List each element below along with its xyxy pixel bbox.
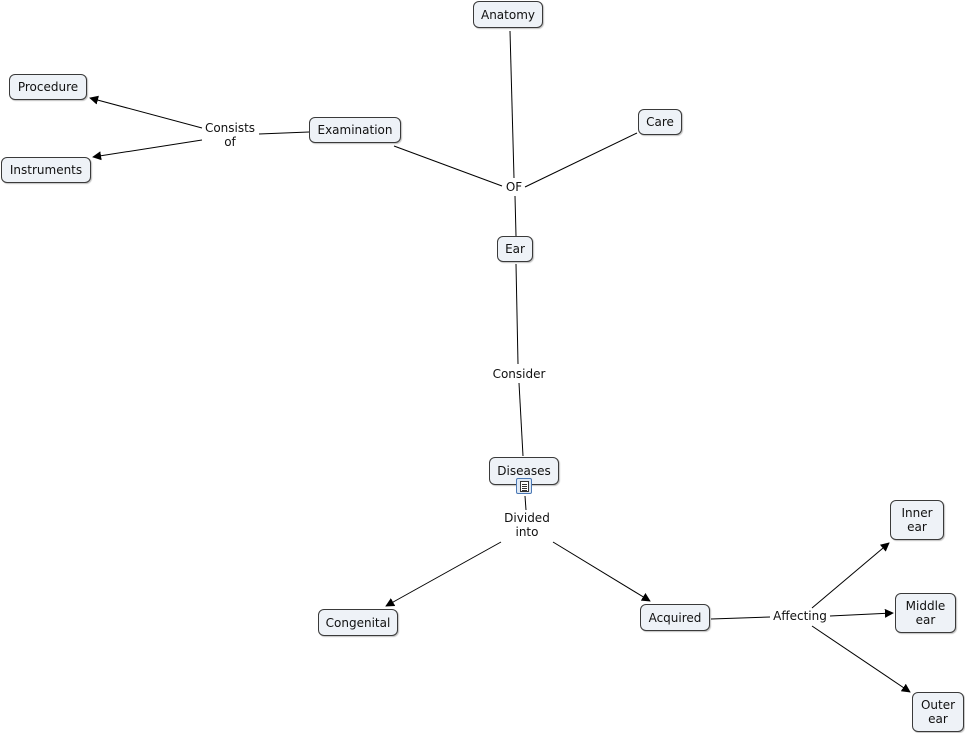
link-anatomy-of [509,30,515,179]
link-examination-of [393,145,503,187]
document-icon[interactable] [516,478,532,494]
phrase-affecting: Affecting [771,609,829,623]
link-examination-consists [258,131,310,135]
link-acquired-affecting [710,616,771,620]
concept-care[interactable]: Care [638,109,682,135]
concept-congenital[interactable]: Congenital [318,609,398,636]
phrase-divided-into: Divided into [502,511,552,539]
link-care-of [524,132,638,188]
link-of-ear [514,195,517,237]
link-affecting-outer [811,625,911,693]
concept-procedure[interactable]: Procedure [9,74,87,100]
concept-inner-ear[interactable]: Inner ear [890,500,944,540]
concept-anatomy[interactable]: Anatomy [473,1,543,28]
link-consists-procedure [89,95,203,129]
link-consists-instruments [92,139,203,161]
link-affecting-inner [811,542,890,609]
link-diseases-divided [524,495,527,511]
concept-outer-ear[interactable]: Outer ear [912,692,964,732]
concept-examination[interactable]: Examination [309,117,401,143]
link-divided-acquired [552,541,651,602]
phrase-consists-of: Consists of [202,121,258,149]
concept-ear[interactable]: Ear [497,236,533,262]
phrase-consider: Consider [490,367,548,381]
concept-acquired[interactable]: Acquired [640,604,710,631]
link-affecting-middle [829,608,894,618]
link-ear-consider [515,263,519,365]
concept-middle-ear[interactable]: Middle ear [895,593,956,633]
link-divided-congenital [385,541,502,607]
phrase-of: OF [503,180,525,194]
concept-instruments[interactable]: Instruments [1,157,91,183]
document-icon-sheet [519,480,529,492]
link-consider-diseases [518,382,524,457]
